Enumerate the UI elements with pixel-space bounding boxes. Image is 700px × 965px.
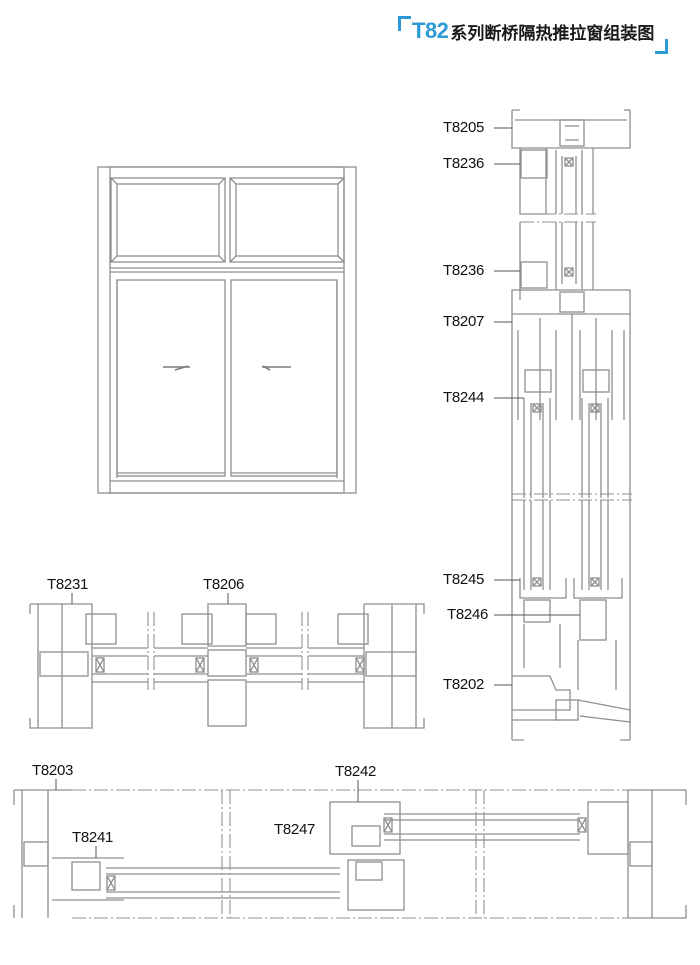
leader-lines xyxy=(55,127,580,858)
label-t8246: T8246 xyxy=(447,606,489,623)
series-code: T82 xyxy=(412,18,449,43)
label-t8202: T8202 xyxy=(443,676,485,693)
label-t8242: T8242 xyxy=(335,763,377,780)
label-t8245: T8245 xyxy=(443,571,485,588)
title-bracket-bottom-right xyxy=(655,39,669,54)
title-bracket-top-left xyxy=(398,16,411,31)
label-t8207: T8207 xyxy=(443,313,485,330)
window-elevation xyxy=(97,166,357,494)
page-title: T82 系列断桥隔热推拉窗组装图 xyxy=(398,16,669,54)
label-t8203: T8203 xyxy=(32,762,74,779)
label-t8244: T8244 xyxy=(443,389,485,406)
label-t8241: T8241 xyxy=(72,829,114,846)
title-text: 系列断桥隔热推拉窗组装图 xyxy=(450,23,655,43)
label-t8206: T8206 xyxy=(203,576,245,593)
label-t8231: T8231 xyxy=(47,576,89,593)
label-t8205: T8205 xyxy=(443,119,485,136)
horizontal-section-top xyxy=(29,603,425,729)
vertical-section xyxy=(511,109,632,741)
label-t8236-upper: T8236 xyxy=(443,155,485,172)
label-t8236-lower: T8236 xyxy=(443,262,485,279)
horizontal-section-bottom xyxy=(13,789,687,919)
label-t8247: T8247 xyxy=(274,821,316,838)
